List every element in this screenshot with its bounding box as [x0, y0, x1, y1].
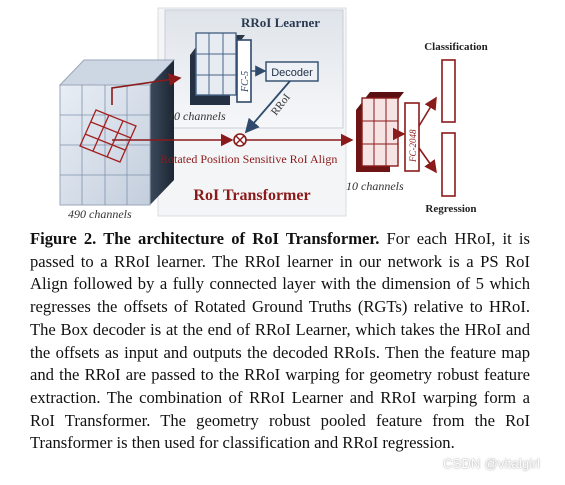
roi-transformer-title: RoI Transformer: [193, 187, 310, 204]
align-combine-node: [233, 133, 247, 147]
fc5-label: FC-5: [240, 71, 251, 93]
fc2048-layer: [404, 102, 420, 172]
input-feature-cube: [58, 59, 176, 206]
decoder-label: Decoder: [271, 67, 313, 79]
fc2048-label: FC-2048: [408, 129, 418, 163]
classification-layer: [441, 59, 456, 123]
learner-feature-stack: [190, 32, 245, 105]
output-feature-stack: [356, 92, 404, 172]
caption-body: For each HRoI, it is passed to a RRoI le…: [30, 229, 530, 453]
regression-layer: [441, 132, 456, 197]
architecture-figure: 490 channels 10 channels RRoI Learner FC…: [0, 0, 565, 225]
rotated-roi-grid: [79, 109, 137, 163]
regression-label: Regression: [425, 203, 476, 215]
caption-title: Figure 2. The architecture of RoI Transf…: [30, 229, 380, 248]
watermark: CSDN @vitalgirl: [443, 456, 541, 471]
output-channels-label: 10 channels: [346, 179, 404, 193]
classification-label: Classification: [424, 41, 488, 53]
learner-channels-label: 10 channels: [168, 109, 226, 123]
input-channels-label: 490 channels: [68, 207, 132, 221]
decoder-box: [265, 61, 319, 82]
figure-caption: Figure 2. The architecture of RoI Transf…: [30, 228, 530, 455]
rroi-learner-title: RRoI Learner: [241, 15, 320, 30]
align-label: Rotated Position Sensitive RoI Align: [160, 152, 337, 166]
